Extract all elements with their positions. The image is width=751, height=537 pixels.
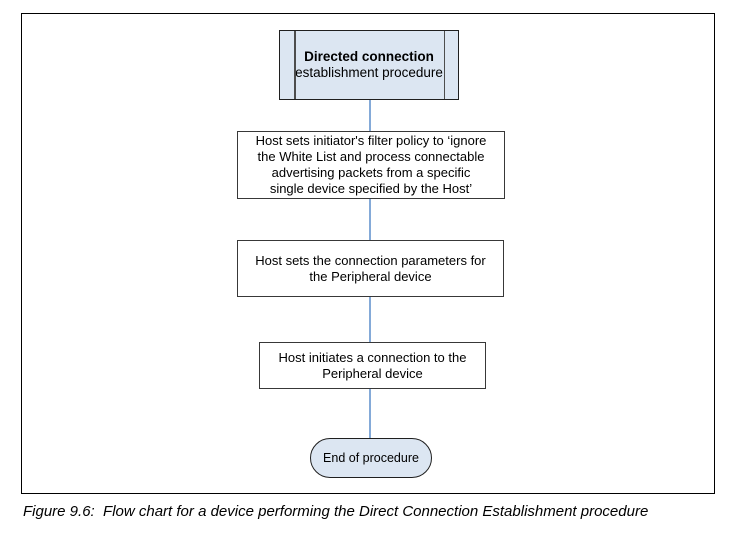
- step-set-connection-parameters-text: Host sets the connection parameters for …: [255, 252, 486, 284]
- predefined-process-right-bar-icon: [443, 31, 445, 99]
- step-set-filter-policy-text: Host sets initiator's filter policy to ‘…: [255, 133, 487, 196]
- figure-caption: Figure 9.6: Flow chart for a device perf…: [23, 503, 649, 520]
- step-initiate-connection-text: Host initiates a connection to the Perip…: [278, 349, 467, 381]
- step-set-connection-parameters: Host sets the connection parameters for …: [237, 240, 504, 297]
- start-node-title: Directed connection: [304, 49, 434, 64]
- step-set-filter-policy: Host sets initiator's filter policy to ‘…: [237, 131, 505, 199]
- end-node-label: End of procedure: [323, 451, 419, 465]
- start-node-subtitle: establishment procedure: [295, 65, 443, 80]
- predefined-process-left-bar-icon: [294, 31, 296, 99]
- end-node: End of procedure: [310, 438, 432, 478]
- step-initiate-connection: Host initiates a connection to the Perip…: [259, 342, 486, 389]
- start-node-directed-connection: Directed connection establishment proced…: [279, 30, 459, 100]
